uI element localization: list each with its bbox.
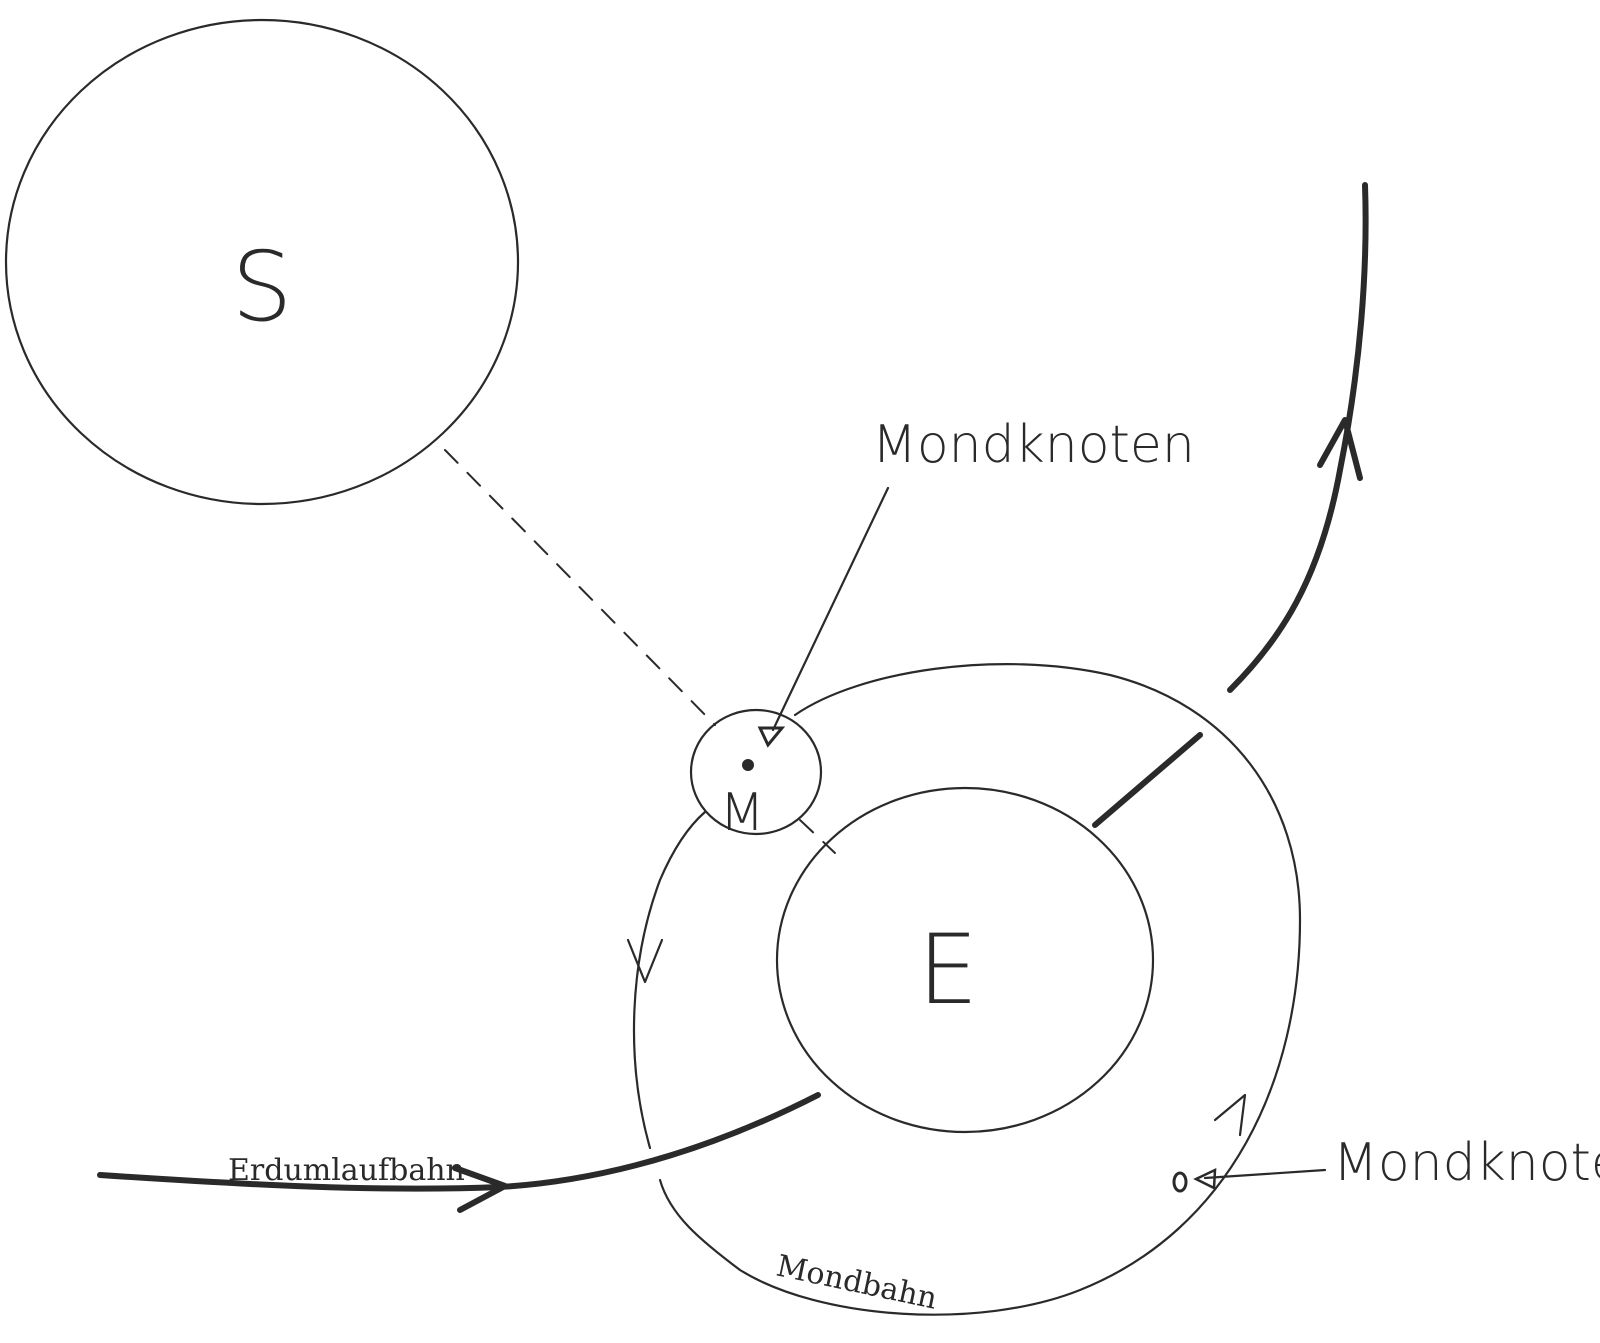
node-top-label: Mondknoten [872,415,1195,475]
earth-orbit-label: Erdumlaufbahn [228,1153,465,1188]
earth-orbit-mid-path [1092,732,1203,828]
moon-circle [689,708,823,836]
sun-label: S [232,231,293,343]
moon-node-dot-bottom [1172,1171,1188,1193]
node-bottom-pointer-line [1203,1168,1327,1180]
earth-label: E [918,914,979,1026]
moon-orbit [626,663,1302,1316]
moon-orbit-path [658,663,1302,1316]
earth-orbit-arrow-top-icon [1317,417,1363,481]
node-top-arrowhead-icon [757,726,786,748]
earth-circle [775,786,1155,1134]
moon: M [689,708,823,843]
earth-orbit-arrow-bottom-icon [452,1165,508,1213]
earth-orbit [97,182,1369,1213]
earth: E [775,786,1155,1134]
sun-circle [4,18,520,506]
moon-orbit-arrow-right-icon [1213,1093,1247,1137]
node-top-annotation: Mondknoten [757,415,1195,748]
moon-orbit-label: Mondbahn [773,1249,940,1317]
node-bottom-arrowhead-icon [1193,1167,1217,1190]
node-bottom-annotation: Mondknoten [1172,1133,1600,1193]
node-top-pointer-line [771,486,890,732]
moon-orbit-arrow-left-icon [626,938,664,984]
moon-earth-dashed-line [799,819,836,854]
moon-node-dot-top [742,759,754,771]
moon-label: M [720,783,765,843]
sun: S [4,18,520,506]
earth-orbit-right-path [1227,182,1369,693]
node-bottom-label: Mondknoten [1333,1133,1600,1193]
sun-moon-dashed-line [444,449,716,726]
moon-orbit-left-path [632,810,707,1150]
